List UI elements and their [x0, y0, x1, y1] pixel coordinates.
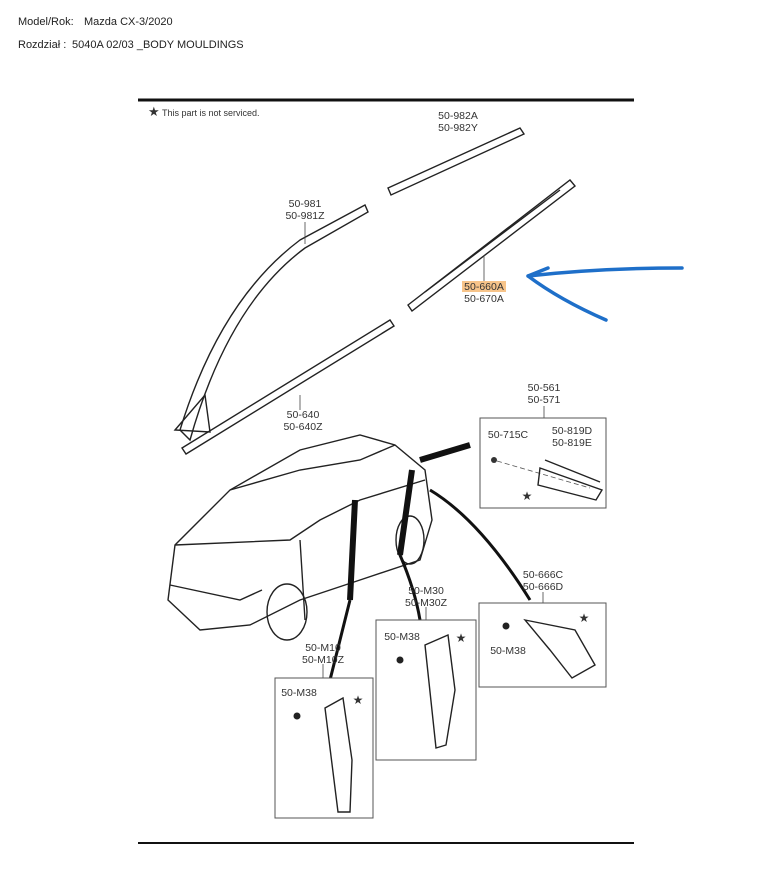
- garnish-part: [537, 467, 604, 501]
- star-icon: ★: [579, 611, 590, 625]
- front-pillar-garnish-part: [324, 696, 353, 813]
- b-pillar-garnish-part: [424, 633, 456, 749]
- roof-moulding-part: [387, 127, 526, 196]
- part-label: 50-666C: [523, 569, 564, 581]
- part-label: 50-M30: [408, 585, 444, 597]
- model-label: Model/Rok:: [18, 16, 74, 28]
- part-label: 50-819E: [552, 437, 592, 449]
- car-illustration: [167, 434, 433, 641]
- star-icon: ★: [353, 693, 364, 707]
- part-label: 50-M10Z: [302, 654, 345, 666]
- part-label: 50-M10: [305, 642, 341, 654]
- detail-box-rear-pillar: [479, 417, 607, 509]
- section-label: Rozdział :: [18, 39, 67, 51]
- part-label: 50-M38: [490, 645, 526, 657]
- clip-icon: [491, 457, 497, 463]
- part-label: 50-819D: [552, 425, 593, 437]
- part-label: 50-640: [287, 409, 320, 421]
- clip-icon: [293, 712, 301, 720]
- part-label: 50-M38: [281, 687, 317, 699]
- section-line: Rozdział : 5040A 02/03 _BODY MOULDINGS: [18, 39, 244, 51]
- part-label: 50-561: [528, 382, 561, 394]
- part-label: 50-M30Z: [405, 597, 448, 609]
- a-pillar-moulding-part: [179, 204, 369, 442]
- part-location-marks: [347, 442, 471, 601]
- highlight-mark: [462, 281, 506, 292]
- not-serviced-note: This part is not serviced.: [162, 108, 260, 118]
- clip-icon: [396, 656, 404, 664]
- part-label: 50-982A: [438, 110, 478, 122]
- star-icon: ★: [148, 104, 160, 119]
- part-label: 50-715C: [488, 429, 529, 441]
- annotation-arrow-icon: [526, 266, 684, 322]
- detail-box-b-pillar-front: [274, 677, 374, 819]
- callout-leaders: [328, 488, 532, 681]
- part-label: 50-670A: [464, 293, 504, 305]
- star-icon: ★: [456, 631, 467, 645]
- a-pillar-corner-part: [173, 393, 211, 433]
- part-label: 50-640Z: [283, 421, 323, 433]
- part-label: 50-981: [289, 198, 322, 210]
- detail-box-c-pillar: [478, 602, 607, 688]
- part-label: 50-981Z: [285, 210, 325, 222]
- part-label: 50-571: [528, 394, 561, 406]
- part-label-highlighted: 50-660A: [464, 281, 504, 293]
- section-value: 5040A 02/03 _BODY MOULDINGS: [72, 39, 244, 51]
- belt-moulding-line: [424, 189, 561, 293]
- belt-moulding-part: [407, 179, 577, 313]
- detail-box-b-pillar-rear: [375, 619, 477, 761]
- part-label: 50-666D: [523, 581, 564, 593]
- c-pillar-garnish-part: [523, 618, 596, 679]
- model-line: Model/Rok: Mazda CX-3/2020: [18, 16, 173, 28]
- lower-window-moulding-part: [181, 319, 395, 455]
- model-value: Mazda CX-3/2020: [84, 16, 173, 28]
- part-label: 50-982Y: [438, 122, 478, 134]
- clip-icon: [502, 622, 510, 630]
- star-icon: ★: [522, 489, 533, 503]
- seal-part: [544, 459, 601, 483]
- part-label: 50-M38: [384, 631, 420, 643]
